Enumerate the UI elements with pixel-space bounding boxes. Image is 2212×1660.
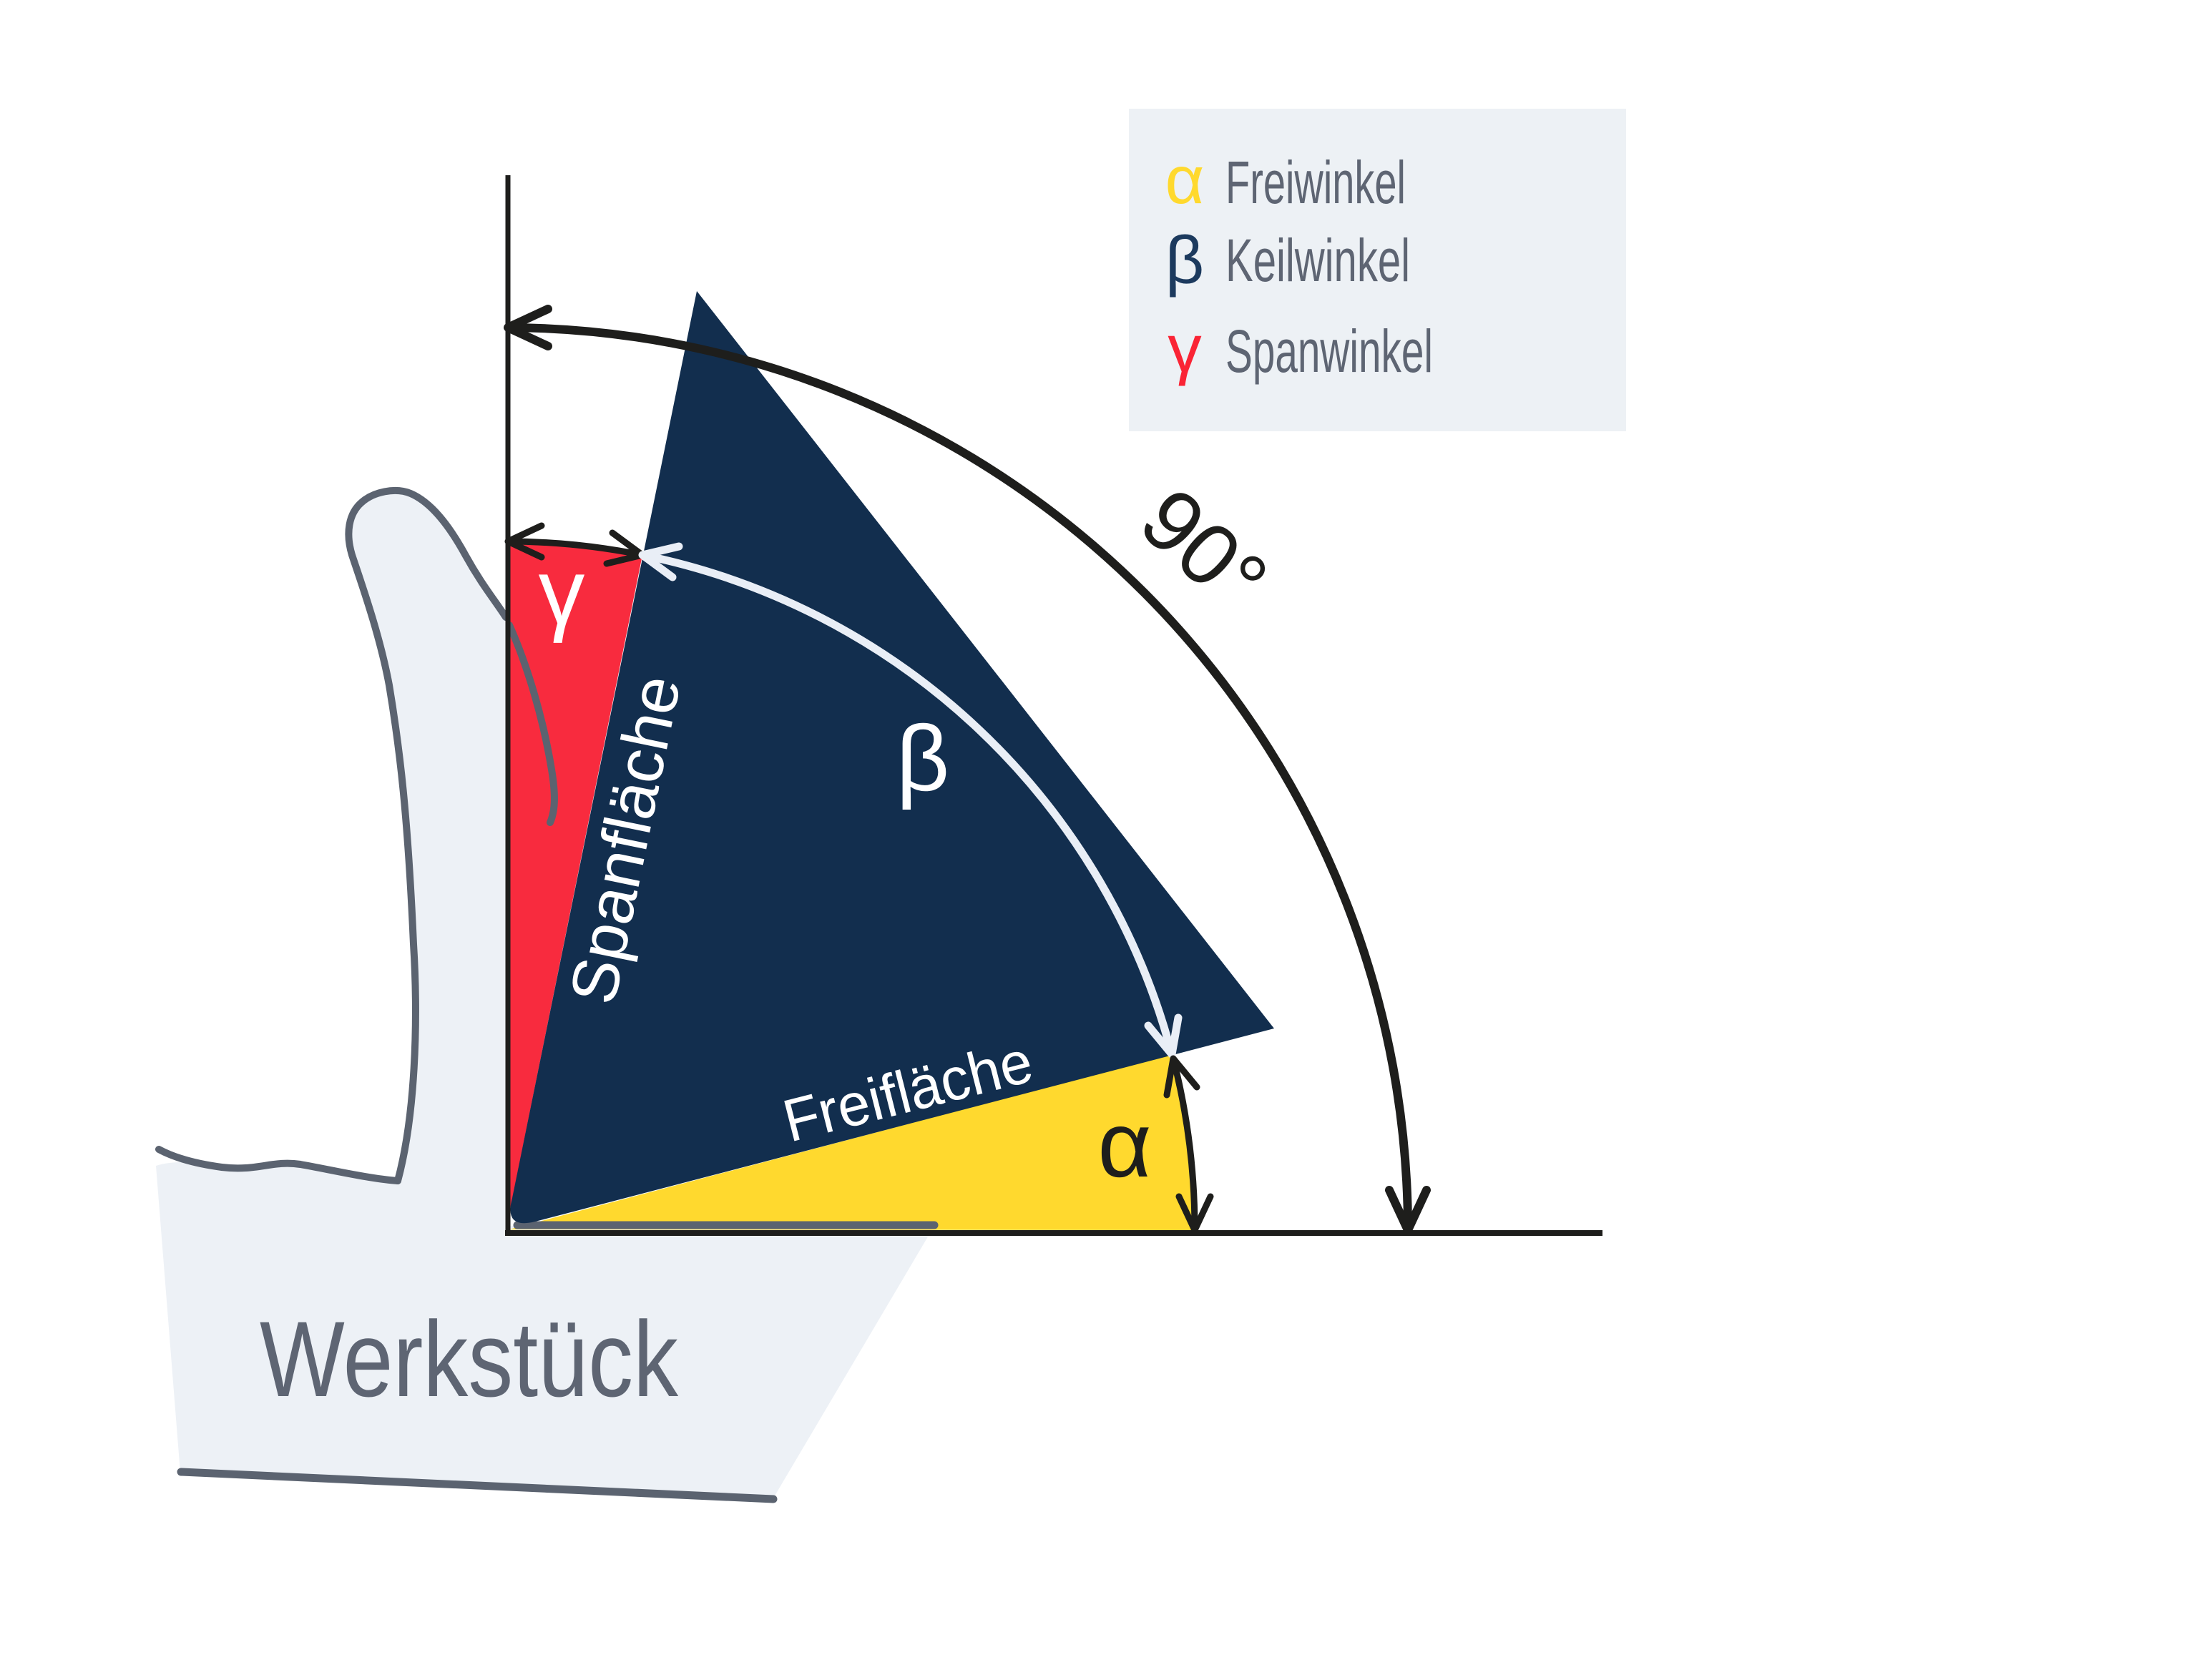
legend-item-spanwinkel: γ Spanwinkel (1168, 311, 1433, 387)
beta-angle-arc (641, 551, 1176, 1056)
legend: α Freiwinkel β Keilwinkel γ Spanwinkel (1129, 109, 1626, 431)
right-angle-arc-arrowhead-bottom (1385, 1186, 1431, 1234)
beta-angle-label: β (896, 706, 950, 810)
alpha-angle-label: α (1097, 1092, 1151, 1197)
legend-symbol-gamma: γ (1168, 311, 1202, 387)
workpiece-body-fill (156, 490, 934, 1497)
clearance-angle-region (509, 1054, 1195, 1230)
legend-label-keilwinkel: Keilwinkel (1225, 227, 1410, 294)
legend-background (1129, 109, 1626, 431)
legend-symbol-alpha: α (1165, 142, 1205, 218)
workpiece-label: Werkstück (260, 1299, 679, 1419)
beta-arc-arrowhead-top (638, 542, 683, 581)
chip-shear-curve (506, 622, 558, 826)
legend-symbol-beta: β (1165, 222, 1205, 298)
gamma-arc-arrowhead-left (504, 522, 545, 561)
right-angle-arc (507, 323, 1412, 1231)
gamma-angle-arc (507, 538, 643, 559)
alpha-arc-arrowhead-bottom (1175, 1193, 1214, 1234)
right-angle-arc-arrowhead-top (504, 305, 552, 350)
legend-label-freiwinkel: Freiwinkel (1225, 149, 1406, 216)
chip-curl-outline (345, 487, 509, 1184)
workpiece-bottom-edge (177, 1468, 778, 1503)
gamma-angle-label: γ (539, 539, 585, 644)
legend-label-spanwinkel: Spanwinkel (1225, 318, 1433, 385)
right-angle-label: 90° (1122, 470, 1286, 631)
alpha-angle-arc (1170, 1057, 1198, 1231)
legend-item-freiwinkel: α Freiwinkel (1165, 142, 1406, 218)
beta-arc-arrowhead-bottom (1144, 1013, 1183, 1059)
tool-wedge (510, 291, 1274, 1224)
legend-item-keilwinkel: β Keilwinkel (1165, 222, 1410, 298)
alpha-arc-arrowhead-top (1163, 1055, 1200, 1099)
workpiece-top-outline (155, 1146, 401, 1184)
